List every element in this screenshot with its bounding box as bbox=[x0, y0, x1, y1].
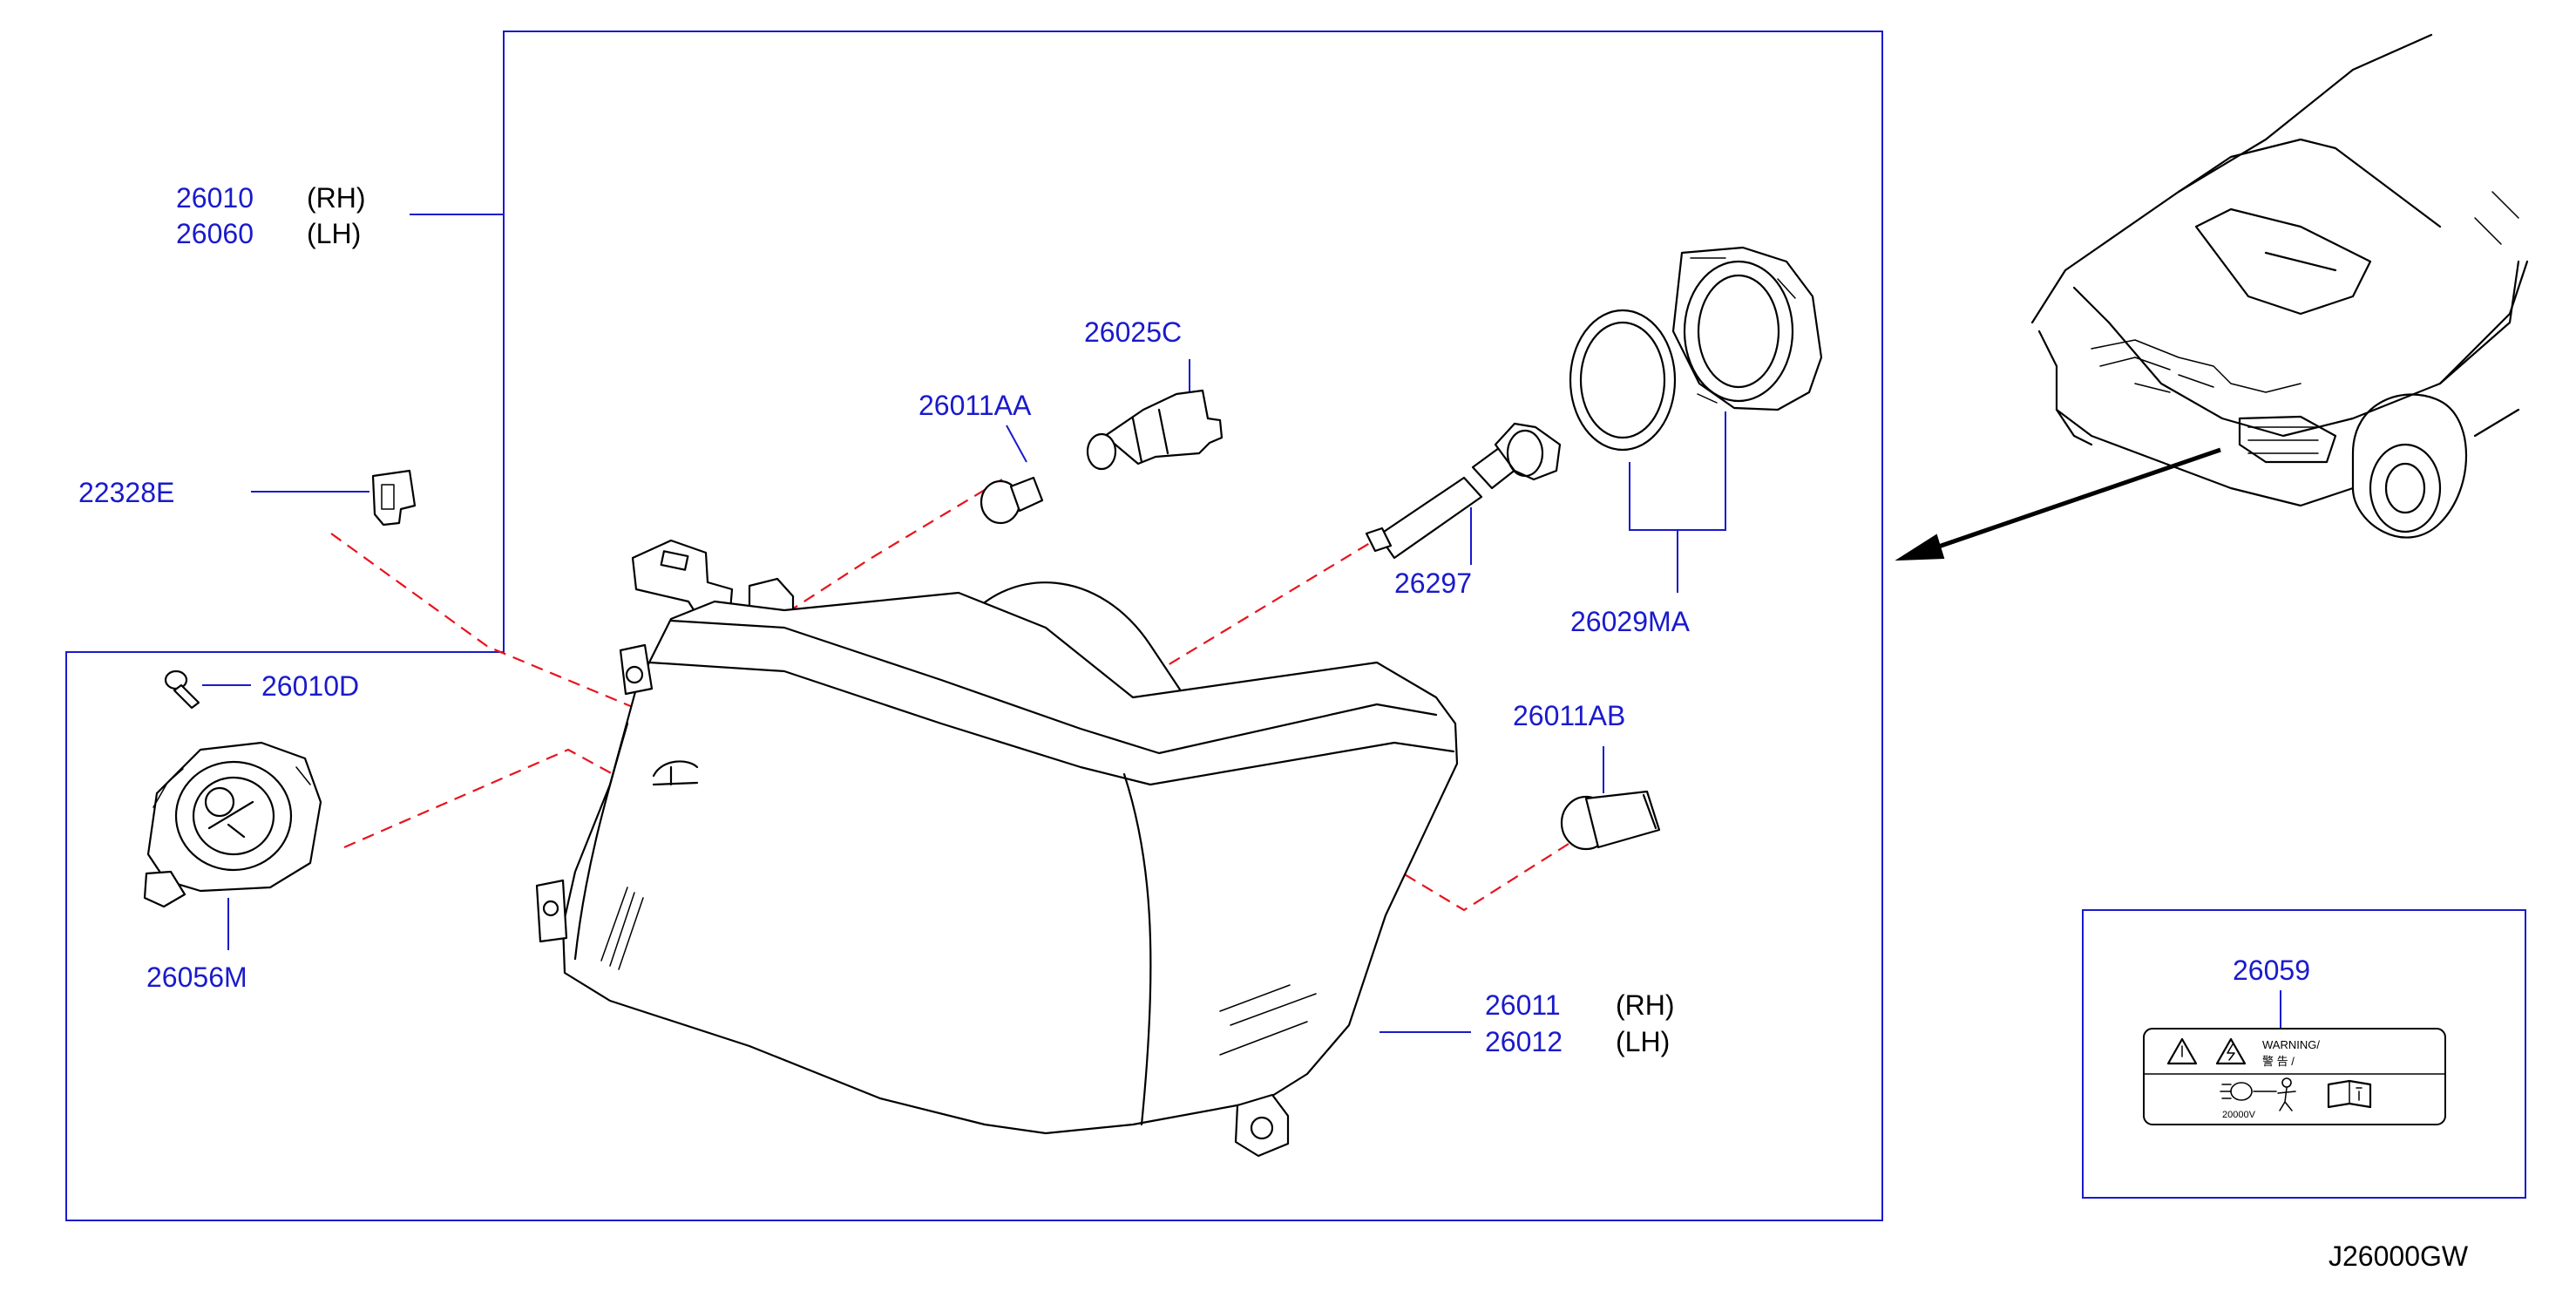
side-headlamp-lh: (LH) bbox=[307, 218, 361, 249]
side-housing-rh: (RH) bbox=[1616, 989, 1675, 1021]
part-number-xenon-bulb: 26297 bbox=[1394, 567, 1472, 599]
side-headlamp-rh: (RH) bbox=[307, 182, 366, 214]
pointer-arrow bbox=[1895, 447, 2221, 561]
bulb-ring-part bbox=[1569, 246, 1823, 452]
part-number-headlamp-lh: 26060 bbox=[176, 218, 254, 249]
label-frame bbox=[2082, 909, 2526, 1199]
bulb-ab-part bbox=[1560, 790, 1661, 851]
high-voltage-icon bbox=[2215, 1037, 2247, 1065]
main-frame bbox=[65, 31, 1883, 1221]
part-number-bulb-aa: 26011AA bbox=[919, 390, 1032, 421]
warning-label-voltage: 20000V bbox=[2222, 1110, 2256, 1120]
lamp-person-icon bbox=[2220, 1077, 2296, 1111]
diagram-code: J26000GW bbox=[2329, 1240, 2469, 1272]
clip-part bbox=[371, 469, 417, 527]
part-number-housing-rh: 26011 bbox=[1485, 989, 1561, 1021]
socket-part bbox=[1086, 389, 1224, 471]
manual-book-icon bbox=[2327, 1079, 2372, 1109]
part-number-warning-label: 26059 bbox=[2233, 955, 2310, 986]
xenon-bulb-part bbox=[1365, 422, 1562, 560]
part-number-screw: 26010D bbox=[261, 670, 359, 702]
part-number-socket: 26025C bbox=[1084, 316, 1182, 348]
warning-triangle-icon bbox=[2166, 1037, 2198, 1065]
screw-part bbox=[164, 669, 200, 710]
part-number-bulb-ab: 26011AB bbox=[1513, 700, 1625, 731]
part-labels: 26010 (RH) 26060 (LH) 22328E 26010D 2605… bbox=[78, 182, 2469, 1272]
warning-label-line1: WARNING/ bbox=[2262, 1038, 2320, 1051]
part-number-bulb-ring: 26029MA bbox=[1570, 606, 1691, 637]
vehicle-illustration bbox=[2030, 33, 2529, 539]
part-number-housing-lh: 26012 bbox=[1485, 1026, 1563, 1057]
part-number-leveling-motor: 26056M bbox=[146, 962, 247, 993]
bulb-aa-part bbox=[980, 476, 1044, 525]
warning-label-graphic: WARNING/ 警 告 / 20000V bbox=[2143, 1028, 2446, 1125]
leader-lines bbox=[202, 214, 2281, 1033]
side-housing-lh: (LH) bbox=[1616, 1026, 1670, 1057]
part-number-headlamp-rh: 26010 bbox=[176, 182, 254, 214]
warning-label-line2: 警 告 / bbox=[2262, 1055, 2295, 1068]
headlamp-housing bbox=[535, 539, 1459, 1158]
leveling-motor-part bbox=[143, 741, 322, 908]
part-number-clip: 22328E bbox=[78, 477, 174, 508]
